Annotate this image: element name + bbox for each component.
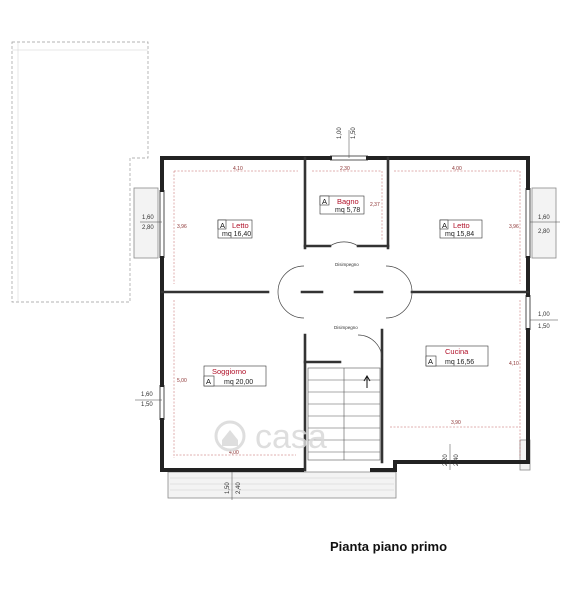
exterior-walls	[160, 156, 530, 472]
dim-bottom-a: 1,50	[225, 482, 231, 494]
dim-left-low-b: 1,50	[141, 402, 153, 408]
room-tag: A	[206, 377, 211, 386]
room-letto-2: A Letto mq 15,84	[439, 219, 483, 239]
room-bagno: A Bagno mq 5,78	[319, 195, 365, 215]
dim-right-window-b: 2,80	[538, 229, 550, 235]
balcony-hatching	[170, 477, 394, 491]
dim-letto2-height: 3,96	[509, 224, 519, 230]
dim-bagno-width: 2,30	[340, 166, 350, 172]
dim-right-mid-a: 1,00	[538, 312, 550, 318]
room-name: Bagno	[337, 197, 359, 206]
dim-right-mid-b: 1,50	[538, 324, 550, 330]
room-name: Cucina	[445, 347, 469, 356]
dim-bottom-b: 2,40	[236, 482, 242, 494]
watermark-text: casa	[255, 418, 327, 456]
room-letto-1: A Letto mq 16,40	[217, 219, 253, 239]
dim-cucina-width: 3,90	[451, 420, 461, 426]
room-area: mq 16,56	[445, 359, 474, 366]
room-name: Letto	[232, 221, 249, 230]
staircase	[307, 367, 381, 461]
dim-bottom-right-b: 2,40	[454, 454, 460, 466]
dim-left-window-a: 1,60	[142, 215, 154, 221]
balconies	[133, 187, 557, 499]
dim-top-window-b: 1,50	[351, 127, 357, 139]
room-area: mq 15,84	[445, 231, 474, 238]
dim-letto1-height: 3,96	[177, 224, 187, 230]
dimension-lines	[173, 170, 521, 458]
room-tag: A	[428, 357, 433, 366]
room-name: Soggiorno	[212, 367, 246, 376]
dim-bottom-right-a: 2,20	[443, 454, 449, 466]
room-tag: A	[322, 197, 327, 206]
door-swings	[277, 241, 413, 360]
adjacent-outline	[11, 41, 149, 303]
watermark: casa	[214, 418, 327, 456]
dim-right-window-a: 1,60	[538, 215, 550, 221]
room-cucina: Cucina A mq 16,56	[425, 345, 489, 367]
room-area: mq 16,40	[222, 231, 251, 238]
room-tag: A	[220, 221, 225, 230]
room-area: mq 20,00	[224, 379, 253, 386]
room-name: Letto	[453, 221, 470, 230]
dim-top-window-a: 1,00	[337, 127, 343, 139]
dim-left-window-b: 2,80	[142, 225, 154, 231]
dim-letto2-width: 4,00	[452, 166, 462, 172]
interior-walls	[160, 156, 530, 472]
dim-left-low-a: 1,60	[141, 392, 153, 398]
hall-label: Disimpegno	[335, 262, 359, 267]
dimension-leaders	[135, 130, 560, 500]
plan-caption: Pianta piano primo	[330, 539, 448, 554]
dim-soggiorno-height: 5,00	[177, 378, 187, 384]
hall-label: Disimpegno	[334, 325, 358, 330]
room-area: mq 5,78	[335, 207, 360, 214]
room-tag: A	[442, 221, 447, 230]
dim-soggiorno-width: 4,00	[229, 450, 239, 456]
dim-cucina-height: 4,10	[509, 361, 519, 367]
dim-bagno-height: 2,37	[370, 202, 380, 208]
dim-letto1-width: 4,10	[233, 166, 243, 172]
room-soggiorno: Soggiorno A mq 20,00	[203, 365, 267, 387]
